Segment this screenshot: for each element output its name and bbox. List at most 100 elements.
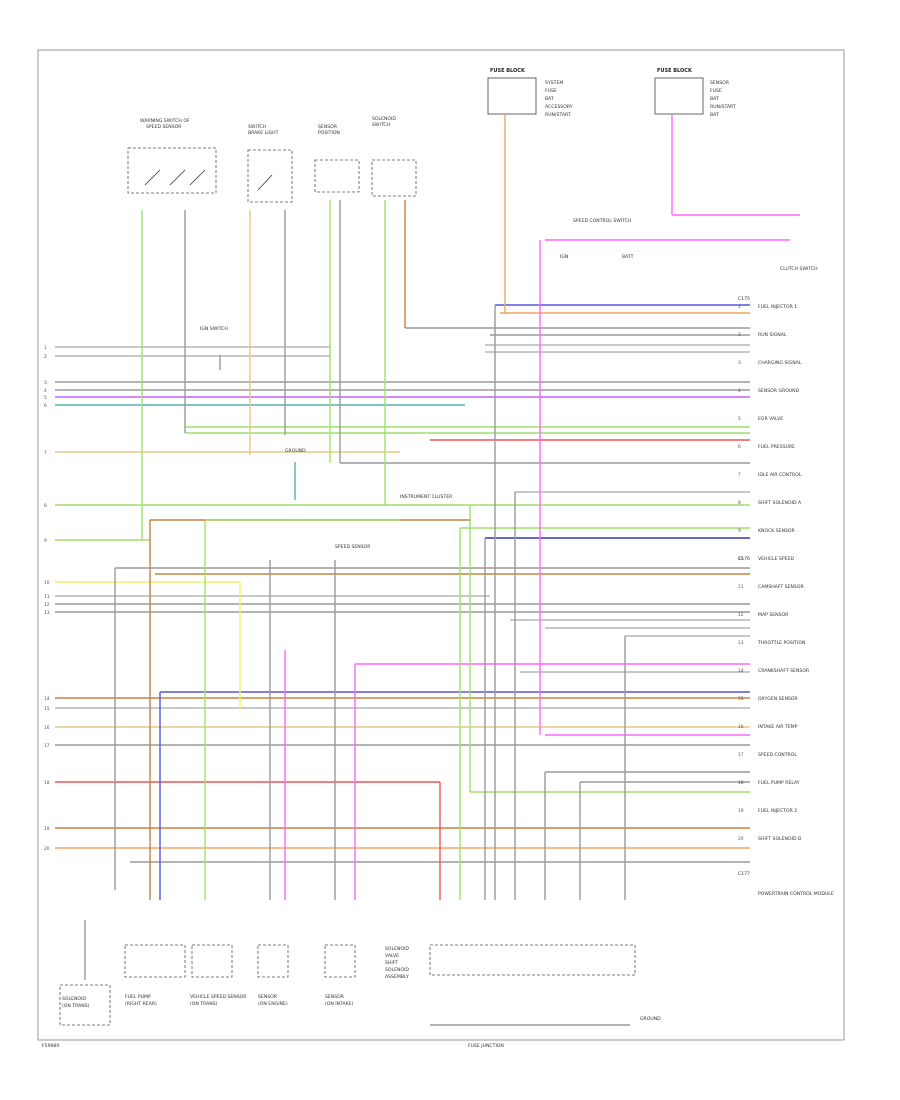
mid-label: SPEED SENSOR (335, 544, 371, 550)
right-connector-label: SENSOR GROUND (758, 388, 800, 394)
bottom-component: VEHICLE SPEED SENSOR (ON TRANS) (190, 944, 247, 1007)
right-pin-number: 12 (738, 612, 744, 618)
mid-label: GROUND (285, 448, 306, 454)
right-pin-number: 11 (738, 584, 744, 590)
footer-left-label: F59980 (42, 1043, 59, 1049)
svg-text:SWITCH: SWITCH (372, 122, 390, 128)
svg-text:POSITION: POSITION (318, 130, 340, 136)
svg-text:FUSE BLOCK: FUSE BLOCK (657, 68, 693, 74)
right-connector-label: IDLE AIR CONTROL (758, 472, 802, 478)
right-pin-number: 4 (738, 388, 741, 394)
left-pin-number: 4 (44, 388, 47, 394)
right-tag: C176 (738, 556, 750, 562)
svg-text:SPEED SENSOR: SPEED SENSOR (146, 124, 182, 130)
svg-text:ASSEMBLY: ASSEMBLY (385, 974, 409, 980)
left-pin-number: 15 (44, 706, 50, 712)
left-pin-number: 7 (44, 450, 47, 456)
wire-group (55, 115, 800, 980)
bottom-component: SENSOR (ON INTAKE) (324, 944, 356, 1007)
svg-text:VALVE: VALVE (385, 953, 399, 959)
right-pin-number: 9 (738, 528, 741, 534)
left-pin-number: 14 (44, 696, 50, 702)
top-component: SOLENOID SWITCH (371, 116, 417, 197)
right-connector-label: FUEL PRESSURE (758, 444, 795, 450)
svg-text:SOLENOID: SOLENOID (385, 946, 409, 952)
right-connector-label: FUEL INJECTOR 1 (758, 304, 797, 310)
svg-text:GROUND: GROUND (640, 1016, 661, 1022)
right-pin-number: 10 (738, 556, 744, 562)
relay-label: IGN (560, 254, 568, 260)
left-pin-number: 10 (44, 580, 50, 586)
right-pin-number: 14 (738, 668, 744, 674)
right-connector-label: EGR VALVE (758, 416, 783, 422)
svg-text:BRAKE LIGHT: BRAKE LIGHT (248, 130, 279, 136)
right-pin-number: 7 (738, 472, 741, 478)
svg-text:FUEL PUMP: FUEL PUMP (125, 994, 151, 1000)
svg-text:(ON TRANS): (ON TRANS) (62, 1003, 90, 1009)
right-pin-number: 20 (738, 836, 744, 842)
right-pin-number: 6 (738, 444, 741, 450)
right-connector-label: KNOCK SENSOR (758, 528, 796, 534)
svg-text:ACCESSORY: ACCESSORY (545, 104, 573, 110)
svg-text:(RIGHT REAR): (RIGHT REAR) (125, 1001, 157, 1007)
left-pin-number: 3 (44, 380, 47, 386)
left-pin-number: 1 (44, 345, 47, 351)
left-pin-number: 8 (44, 503, 47, 509)
svg-text:BAT: BAT (545, 96, 554, 102)
right-connector-label: RUN SIGNAL (758, 332, 787, 338)
left-pin-number: 17 (44, 743, 50, 749)
right-connector-label: VEHICLE SPEED (758, 556, 794, 562)
left-pin-number: 13 (44, 610, 50, 616)
svg-text:SENSOR: SENSOR (325, 994, 345, 1000)
right-pin-number: 5 (738, 416, 741, 422)
mid-label: IGN SWITCH (200, 326, 228, 332)
right-pin-number: 17 (738, 752, 744, 758)
svg-text:SOLENOID: SOLENOID (372, 116, 396, 122)
top-component: SWITCH BRAKE LIGHT (247, 124, 293, 203)
right-pin-number: 15 (738, 696, 744, 702)
left-pin-number: 9 (44, 538, 47, 544)
svg-text:(ON TRANS): (ON TRANS) (190, 1001, 218, 1007)
right-pin-number: 2 (738, 332, 741, 338)
svg-text:SENSOR: SENSOR (710, 80, 730, 86)
right-connector-label: THROTTLE POSITION (757, 640, 805, 646)
right-pin-number: 3 (738, 360, 741, 366)
svg-text:SYSTEM: SYSTEM (545, 80, 563, 86)
left-pin-number: 20 (44, 846, 50, 852)
right-footer-label: POWERTRAIN CONTROL MODULE (758, 891, 834, 897)
svg-text:RUN/START: RUN/START (545, 112, 571, 118)
right-connector-label: CRANKSHAFT SENSOR (758, 668, 810, 674)
bottom-component: FUEL PUMP (RIGHT REAR) (124, 944, 186, 1007)
svg-text:SWITCH: SWITCH (248, 124, 266, 130)
top-component: WARNING SWITCH OF SPEED SENSOR (127, 118, 217, 194)
left-pin-number: 18 (44, 780, 50, 786)
right-pin-number: 1 (738, 304, 741, 310)
right-tag: C175 (738, 296, 750, 302)
svg-text:FUSE: FUSE (710, 88, 722, 94)
svg-text:FUSE BLOCK: FUSE BLOCK (490, 68, 526, 74)
svg-text:FUSE: FUSE (545, 88, 557, 94)
right-pin-number: 13 (738, 640, 744, 646)
right-pin-number: 8 (738, 500, 741, 506)
right-connector-label: FUEL PUMP RELAY (758, 780, 800, 786)
svg-text:BAT: BAT (710, 96, 719, 102)
left-pin-number: 19 (44, 826, 50, 832)
solenoid-assembly: SOLENOID VALVE SHIFT SOLENOID ASSEMBLY G… (385, 944, 661, 1026)
fuse-box: FUSE BLOCK SYSTEM FUSE BAT ACCESSORY RUN… (487, 68, 573, 118)
right-connector-label: SHIFT SOLENOID B (758, 836, 801, 842)
left-pin-number: 11 (44, 594, 50, 600)
right-connector-label: SPEED CONTROL (758, 752, 797, 758)
relay-label: SPEED CONTROL SWITCH (573, 218, 631, 224)
svg-text:SENSOR: SENSOR (258, 994, 278, 1000)
top-component: SENSOR POSITION (314, 124, 360, 193)
svg-text:VEHICLE SPEED SENSOR: VEHICLE SPEED SENSOR (190, 994, 247, 1000)
right-connector-label: FUEL INJECTOR 2 (758, 808, 797, 814)
relay-label: CLUTCH SWITCH (780, 266, 818, 272)
right-pin-number: 18 (738, 780, 744, 786)
relay-label: BATT (622, 254, 634, 260)
left-pin-number: 12 (44, 602, 50, 608)
right-pin-number: 19 (738, 808, 744, 814)
